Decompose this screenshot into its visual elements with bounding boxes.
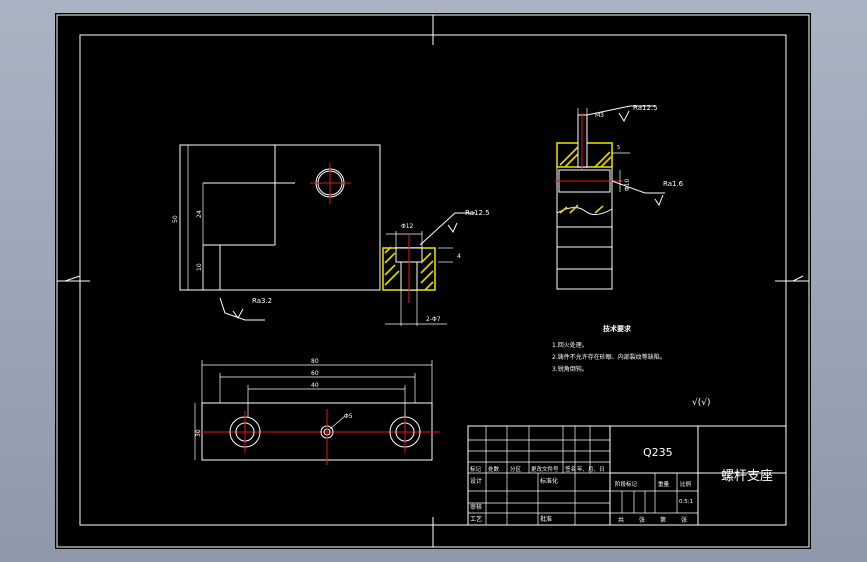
centering-marks xyxy=(57,15,809,547)
tech-req-item-3: 3.锐角倒钝。 xyxy=(552,365,588,373)
title-block xyxy=(467,425,787,526)
tb-sheet-unit-2: 张 xyxy=(681,516,687,524)
tb-scale-label: 比例 xyxy=(680,480,692,488)
section-dim-dia: Φ12 xyxy=(401,223,414,230)
top-dim-80: 80 xyxy=(311,358,319,365)
side-dim-depth: 5 xyxy=(617,145,620,151)
front-dim-mid: 24 xyxy=(196,210,203,218)
section-dim-depth: 4 xyxy=(457,253,461,260)
side-roughness-side: Ra1.6 xyxy=(663,180,684,188)
tb-row-design: 设计 xyxy=(470,477,482,485)
cad-viewport[interactable]: 50 24 10 Ra3.2 Φ12 4 2-Φ7 Ra12.5 xyxy=(55,13,811,549)
top-dim-30: 30 xyxy=(195,429,202,437)
tb-row-review: 审核 xyxy=(470,503,482,511)
tb-approve: 批准 xyxy=(540,515,552,523)
tb-header-3: 更改文件号 xyxy=(531,465,559,473)
front-roughness: Ra3.2 xyxy=(252,297,272,305)
side-roughness-top: Ra12.5 xyxy=(633,104,658,112)
title-part-name: 螺杆支座 xyxy=(721,469,773,484)
tb-sheet-total: 共 xyxy=(618,516,624,524)
tb-header-2: 分区 xyxy=(510,465,522,473)
general-roughness-symbol: √(√) xyxy=(692,397,711,408)
inner-frame xyxy=(79,34,787,526)
side-view xyxy=(555,105,665,290)
tb-sheet-num: 第 xyxy=(660,516,666,524)
tb-header-0: 标记 xyxy=(470,465,482,473)
front-dim-low: 10 xyxy=(196,263,203,271)
top-dim-40: 40 xyxy=(311,382,319,389)
outer-frame xyxy=(56,14,810,548)
drawing-canvas: 50 24 10 Ra3.2 Φ12 4 2-Φ7 Ra12.5 xyxy=(56,14,810,548)
top-dim-60: 60 xyxy=(311,370,319,377)
front-dim-height: 50 xyxy=(172,215,179,223)
tech-req-item-2: 2.铸件不允许存在砂眼、内部裂纹等缺陷。 xyxy=(552,353,666,361)
section-roughness: Ra12.5 xyxy=(465,209,490,217)
tb-scale-value: 0.5:1 xyxy=(679,499,693,505)
side-dim-bore: Φ10 xyxy=(624,178,631,191)
tech-req-item-1: 1.回火处理。 xyxy=(552,341,588,349)
side-dim-thread: M3 xyxy=(595,112,604,119)
title-material: Q235 xyxy=(643,446,673,459)
tech-req-title: 技术要求 xyxy=(603,324,632,333)
tb-row-process: 工艺 xyxy=(470,515,482,523)
tb-sheet-unit-1: 张 xyxy=(639,516,645,524)
top-view xyxy=(194,360,440,465)
tb-weight: 重量 xyxy=(658,480,670,488)
front-view xyxy=(179,144,381,321)
tb-standardize: 标准化 xyxy=(540,477,558,485)
tb-header-4: 签名 xyxy=(565,465,576,473)
tb-header-5: 年、月、日 xyxy=(577,465,605,473)
tb-stage-mark: 阶段标记 xyxy=(615,480,638,488)
section-dim-holes: 2-Φ7 xyxy=(426,316,441,323)
section-detail xyxy=(382,212,475,326)
top-dim-center-hole: Φ5 xyxy=(344,413,353,420)
tb-header-1: 处数 xyxy=(488,465,500,473)
